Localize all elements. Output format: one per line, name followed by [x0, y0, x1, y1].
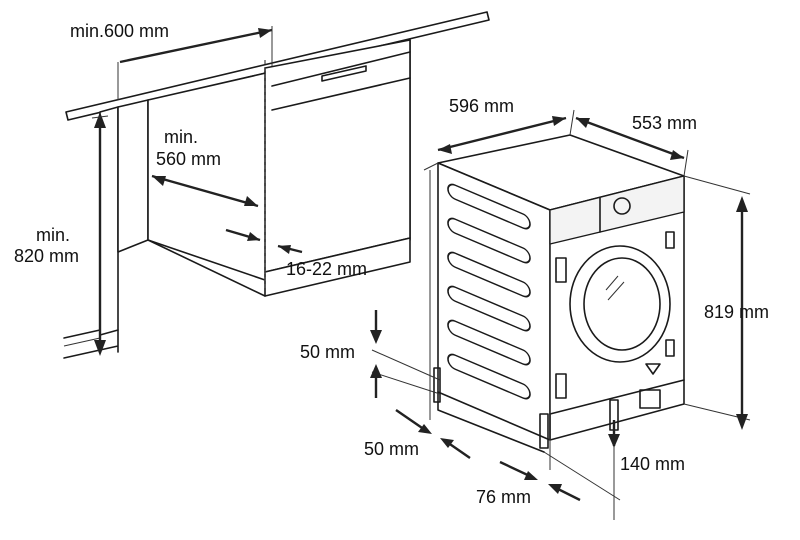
plinth-left [147, 239, 266, 297]
machine-width-line [437, 116, 567, 152]
side-vent-slots [447, 183, 531, 400]
niche-side-panel [99, 106, 119, 336]
label-plinth-offset: 76 mm [476, 487, 531, 507]
cabinet-drawing [63, 11, 490, 359]
floor-line [63, 329, 119, 359]
label-machine-width: 596 mm [449, 96, 514, 116]
front-foot-left [539, 413, 549, 449]
label-plinth-depth: 140 mm [620, 454, 685, 474]
label-door-gap: 16-22 mm [286, 259, 367, 279]
label-vent-height: 50 mm [300, 342, 355, 362]
door-latch-top [665, 231, 675, 249]
washing-machine-drawing [370, 109, 751, 520]
width-dimension-line [119, 28, 273, 64]
label-cabinet-depth-line1: min. [164, 127, 198, 147]
depth-dimension-line [151, 174, 259, 208]
cabinet-door-face [264, 39, 411, 273]
label-cabinet-height-line2: 820 mm [14, 246, 79, 266]
lower-hinge-icon [555, 373, 567, 399]
label-side-clearance: 50 mm [364, 439, 419, 459]
door-inner-ring [583, 257, 661, 351]
drawer-handle-icon [321, 65, 367, 82]
label-machine-height: 819 mm [704, 302, 769, 322]
program-knob-icon [613, 197, 631, 215]
upper-hinge-icon [555, 257, 567, 283]
label-machine-depth: 553 mm [632, 113, 697, 133]
label-cabinet-width: min.600 mm [70, 21, 169, 41]
door-outer-ring [569, 245, 671, 363]
drawer-divider-lower [271, 77, 411, 111]
door-latch-bottom [665, 339, 675, 357]
label-cabinet-height-line1: min. [36, 225, 70, 245]
machine-depth-line [575, 116, 685, 160]
warning-triangle-icon [645, 363, 661, 375]
base-rail [437, 391, 545, 453]
rear-foot [433, 367, 441, 403]
filter-cover [639, 389, 661, 409]
door-glass-reflection [605, 275, 625, 301]
drawer-divider [271, 51, 411, 87]
label-cabinet-depth-line2: 560 mm [156, 149, 221, 169]
niche-back-panel [117, 99, 149, 253]
